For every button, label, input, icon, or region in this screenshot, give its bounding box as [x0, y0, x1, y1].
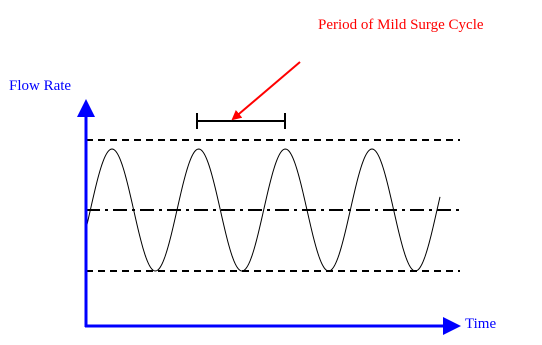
period-annotation-label: Period of Mild Surge Cycle — [318, 17, 484, 33]
x-axis-arrowhead — [443, 317, 461, 335]
flow-rate-sine-wave — [85, 148, 441, 272]
x-axis-label: Time — [465, 316, 497, 332]
y-axis-label: Flow Rate — [9, 78, 72, 94]
y-axis-arrowhead — [77, 99, 95, 117]
annotation-arrow — [231, 61, 301, 121]
